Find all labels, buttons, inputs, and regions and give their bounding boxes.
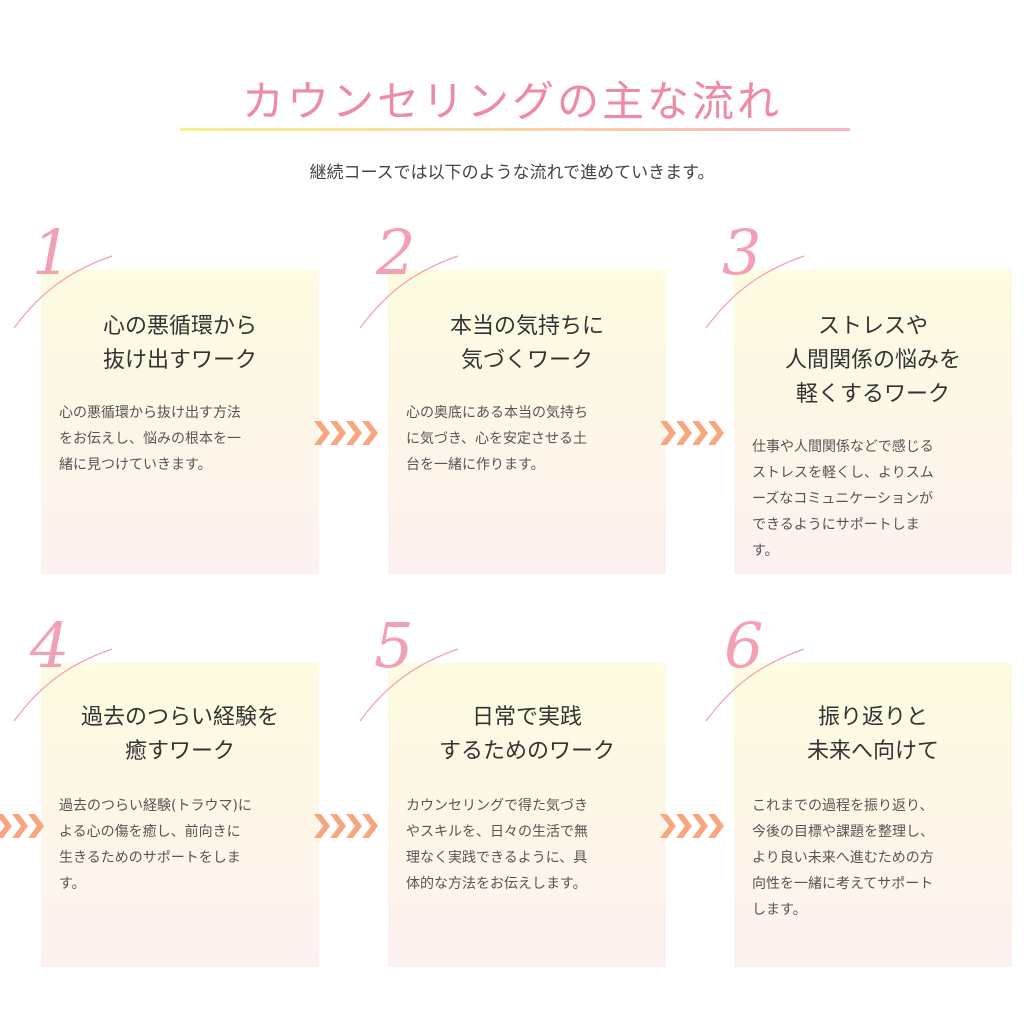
step-body: これまでの過程を振り返り、 今後の目標や課題を整理し、 より良い未来へ進むための… bbox=[752, 798, 934, 918]
step-card-2: 本当の気持ちに 気づくワーク 心の奥底にある本当の気持ち に気づき、心を安定させ… bbox=[388, 270, 666, 574]
step-title: 過去のつらい経験を 癒すワーク bbox=[80, 705, 279, 764]
chevron-arrows-icon bbox=[314, 421, 378, 445]
step-number: 6 bbox=[724, 609, 764, 682]
decorative-curve bbox=[705, 648, 805, 722]
step-title: 振り返りと 未来へ向けて bbox=[806, 705, 939, 764]
step-card-4: 過去のつらい経験を 癒すワーク 過去のつらい経験(トラウマ)に よる心の傷を癒し… bbox=[41, 663, 319, 967]
step-number: 4 bbox=[30, 609, 70, 682]
step-number: 1 bbox=[32, 216, 72, 289]
chevron-arrows-icon bbox=[660, 421, 724, 445]
step-body: 心の奥底にある本当の気持ち に気づき、心を安定させる土 台を一緒に作ります。 bbox=[406, 405, 588, 473]
decorative-curve bbox=[13, 255, 113, 329]
step-title: ストレスや 人間関係の悩みを 軽くするワーク bbox=[784, 314, 961, 407]
chevron-arrows-icon bbox=[314, 814, 378, 838]
step-number: 3 bbox=[722, 216, 762, 289]
step-body: 過去のつらい経験(トラウマ)に よる心の傷を癒し、前向きに 生きるためのサポート… bbox=[59, 798, 252, 892]
decorative-curve bbox=[359, 648, 459, 722]
chevron-arrows-icon bbox=[0, 814, 44, 838]
page-title: カウンセリングの主な流れ bbox=[241, 77, 782, 126]
step-card-6: 振り返りと 未来へ向けて これまでの過程を振り返り、 今後の目標や課題を整理し、… bbox=[734, 663, 1012, 967]
step-card-3: ストレスや 人間関係の悩みを 軽くするワーク 仕事や人間関係などで感じる ストレ… bbox=[734, 270, 1012, 574]
decorative-curve bbox=[359, 255, 459, 329]
step-number: 2 bbox=[376, 216, 416, 289]
step-number: 5 bbox=[374, 609, 414, 682]
step-card-1: 心の悪循環から 抜け出すワーク 心の悪循環から抜け出す方法 をお伝えし、悩みの根… bbox=[41, 270, 319, 574]
decorative-curve bbox=[705, 255, 805, 329]
step-title: 心の悪循環から 抜け出すワーク bbox=[102, 314, 257, 373]
step-body: 心の悪循環から抜け出す方法 をお伝えし、悩みの根本を一 緒に見つけていきます。 bbox=[59, 405, 241, 473]
step-card-5: 日常で実践 するためのワーク カウンセリングで得た気づき やスキルを、日々の生活… bbox=[388, 663, 666, 967]
step-title: 本当の気持ちに 気づくワーク bbox=[449, 314, 604, 373]
page-subtitle: 継続コースでは以下のような流れで進めていきます。 bbox=[309, 163, 715, 183]
chevron-arrows-icon bbox=[660, 814, 724, 838]
title-underline bbox=[180, 128, 850, 131]
decorative-curve bbox=[13, 648, 113, 722]
step-title: 日常で実践 するためのワーク bbox=[438, 705, 615, 764]
step-body: カウンセリングで得た気づき やスキルを、日々の生活で無 理なく実践できるように、… bbox=[406, 798, 588, 892]
step-body: 仕事や人間関係などで感じる ストレスを軽くし、よりスム ーズなコミュニケーション… bbox=[752, 439, 934, 559]
